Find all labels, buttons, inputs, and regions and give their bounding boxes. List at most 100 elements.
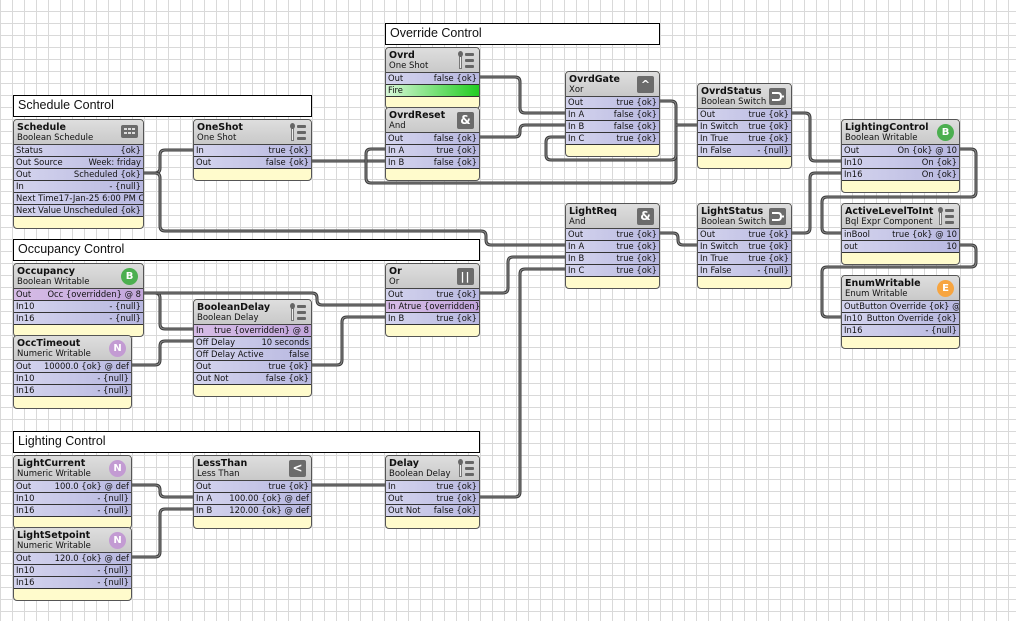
label-schedule-control[interactable]: Schedule Control [13,95,312,117]
wire-ovrd-out-to-ovrdgate-ina[interactable] [480,75,565,115]
slot-row[interactable]: In False- {null} [698,145,791,157]
wire-lightstatus-out-to-lightingcontrol-in16[interactable] [792,171,841,235]
wire-occtimeout-out-to-booleandelay-offdelay[interactable] [132,339,193,367]
wire-schedule-out-to-oneshot-in[interactable] [144,148,193,175]
slot-row[interactable]: Status{ok} [14,145,143,157]
wire-or-out-to-lightreq-inb[interactable] [480,255,565,295]
label-occupancy-control[interactable]: Occupancy Control [13,239,480,261]
wire-booleandelay-out-to-or-inb[interactable] [312,315,385,367]
wire-lightreq-out-to-lightstatus-switch[interactable] [660,231,697,247]
wire-delay-out-to-lightreq-inc[interactable] [480,267,565,499]
slot-row[interactable]: In10- {null} [14,373,131,385]
slot-row[interactable]: In16- {null} [14,577,131,589]
label-override-control[interactable]: Override Control [385,23,660,45]
slot-row[interactable]: In10- {null} [14,301,143,313]
slot-row[interactable]: In10- {null} [14,565,131,577]
label-lighting-control[interactable]: Lighting Control [13,431,480,453]
slot-row[interactable]: In- {null} [14,181,143,193]
wire-ovrdreset-out-to-ovrdgate-inb[interactable] [480,123,565,139]
wire-schedule-out-to-lightreq-ina[interactable] [144,171,565,247]
slot-row[interactable]: In16- {null} [14,313,143,325]
slot-row[interactable]: Fire [386,85,479,97]
slot-row[interactable]: In16- {null} [14,385,131,397]
